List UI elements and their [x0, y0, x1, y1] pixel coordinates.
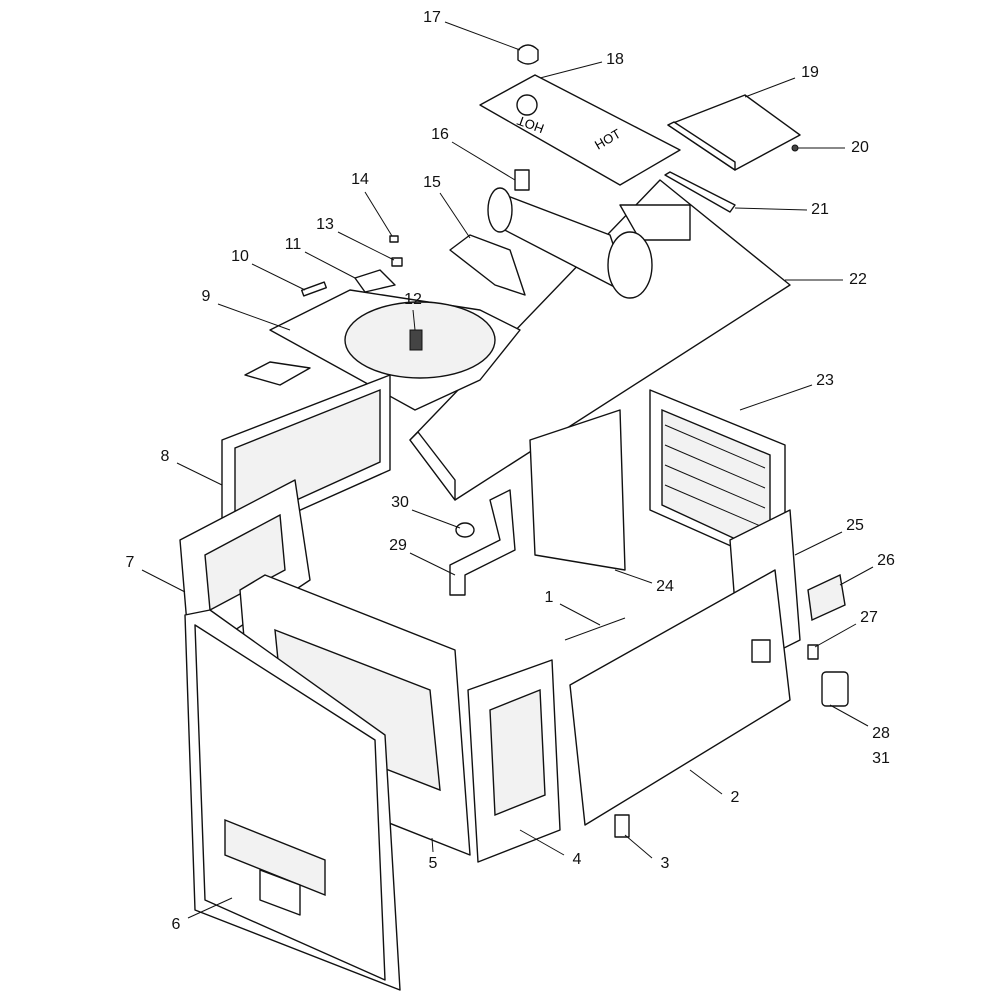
callout-4: 4: [573, 851, 582, 868]
callout-11: 11: [285, 236, 302, 253]
callout-29: 29: [389, 537, 407, 554]
callout-21: 21: [811, 201, 829, 218]
part-13-clip: [391, 257, 403, 267]
callout-19: 19: [801, 64, 819, 81]
callout-30: 30: [391, 494, 409, 511]
part-29-exhaust-pipe: [449, 489, 516, 596]
part-6-front-hood: [184, 609, 401, 991]
callout-31: 31: [872, 750, 890, 767]
callout-25: 25: [846, 517, 864, 534]
callout-15: 15: [423, 174, 441, 191]
callout-12: 12: [404, 291, 422, 308]
callout-22: 22: [849, 271, 867, 288]
callouts: 1 2 3 4 5 6 7 8 9 10 11 12 13 14 15 16 1…: [126, 9, 895, 933]
callout-23: 23: [816, 372, 834, 389]
part-17-clamp: [517, 44, 539, 65]
callout-9: 9: [202, 288, 211, 305]
part-1-rod: [564, 617, 626, 641]
part-15-bracket: [449, 234, 526, 296]
part-21-bracket: [664, 171, 736, 213]
part-24-post: [529, 409, 626, 571]
callout-13: 13: [316, 216, 334, 233]
callout-26: 26: [877, 552, 895, 569]
part-2-door: [569, 569, 791, 826]
part-20-screw: [791, 144, 799, 152]
callout-20: 20: [851, 139, 869, 156]
callout-10: 10: [231, 248, 249, 265]
callout-1: 1: [545, 589, 554, 606]
part-11-gasket: [354, 269, 396, 293]
part-3-hinge: [614, 814, 630, 838]
part-14-nut: [389, 235, 399, 243]
callout-16: 16: [431, 126, 449, 143]
part-18-heat-shield: HOT HOT: [479, 74, 681, 186]
callout-24: 24: [656, 578, 674, 595]
callout-8: 8: [161, 448, 170, 465]
callout-6: 6: [172, 916, 181, 933]
callout-2: 2: [731, 789, 740, 806]
callout-18: 18: [606, 51, 624, 68]
part-4-panel: [467, 659, 561, 863]
part-30-gasket: [455, 522, 475, 538]
callout-27: 27: [860, 609, 878, 626]
callout-14: 14: [351, 171, 369, 188]
callout-17: 17: [423, 9, 441, 26]
callout-5: 5: [429, 855, 438, 872]
callout-3: 3: [661, 855, 670, 872]
part-12-fitting: [409, 329, 423, 351]
part-10-spacer: [300, 281, 328, 297]
part-23-rear-frame: [649, 389, 786, 571]
callout-7: 7: [126, 554, 135, 571]
part-27-latch: [807, 644, 819, 660]
part-28-handle: [821, 671, 849, 707]
part-26-plate: [807, 573, 846, 622]
leader-lines: [141, 21, 874, 919]
callout-28: 28: [872, 725, 890, 742]
part-16-muffler: [487, 169, 653, 299]
